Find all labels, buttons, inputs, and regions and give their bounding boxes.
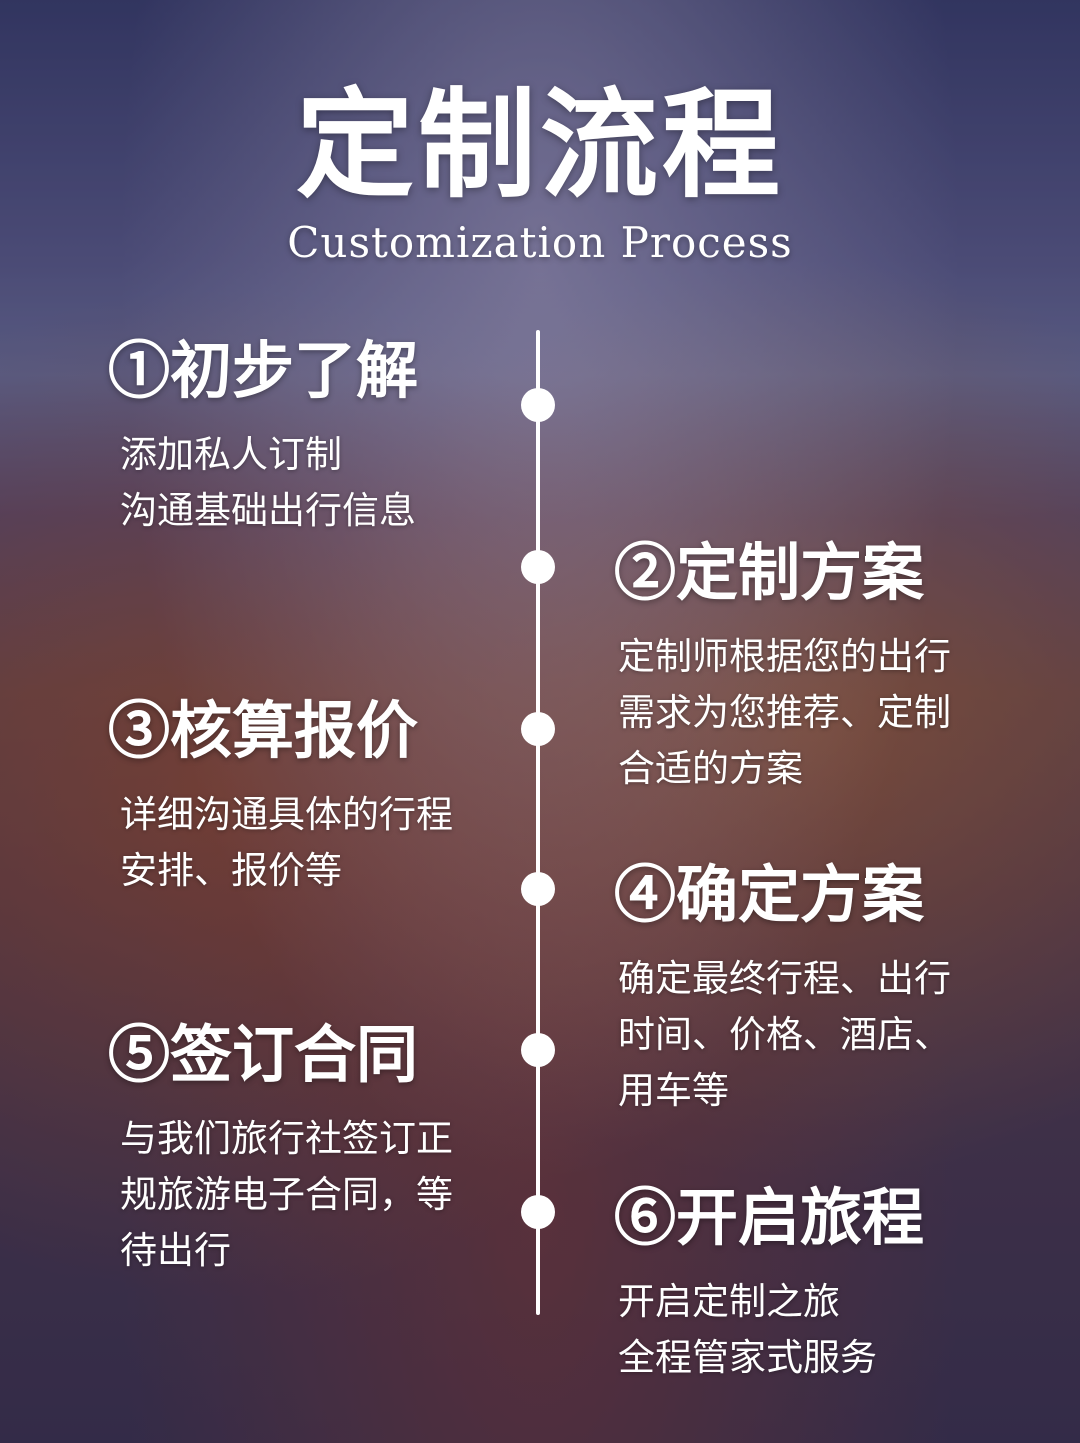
timeline-dot-4 xyxy=(521,872,555,906)
step-3-description: 详细沟通具体的行程 安排、报价等 xyxy=(108,787,548,899)
step-5: ⑤签订合同 与我们旅行社签订正 规旅游电子合同，等 待出行 xyxy=(108,1017,548,1279)
step-5-line-3: 待出行 xyxy=(120,1229,231,1272)
step-2-description: 定制师根据您的出行 需求为您推荐、定制 合适的方案 xyxy=(614,629,1054,797)
timeline-dot-5 xyxy=(521,1033,555,1067)
page-title: 定制流程 xyxy=(295,75,784,214)
step-1-line-2: 沟通基础出行信息 xyxy=(120,489,416,532)
step-2: ②定制方案 定制师根据您的出行 需求为您推荐、定制 合适的方案 xyxy=(614,535,1054,797)
timeline-dot-3 xyxy=(521,712,555,746)
step-4: ④确定方案 确定最终行程、出行 时间、价格、酒店、 用车等 xyxy=(614,857,1054,1119)
step-6-description: 开启定制之旅 全程管家式服务 xyxy=(614,1274,1054,1386)
step-5-title: ⑤签订合同 xyxy=(108,1018,419,1091)
step-5-line-1: 与我们旅行社签订正 xyxy=(120,1117,453,1160)
step-2-line-2: 需求为您推荐、定制 xyxy=(618,691,951,734)
timeline-dot-1 xyxy=(521,388,555,422)
step-5-description: 与我们旅行社签订正 规旅游电子合同，等 待出行 xyxy=(108,1111,548,1279)
step-4-line-1: 确定最终行程、出行 xyxy=(618,957,951,1000)
step-2-line-1: 定制师根据您的出行 xyxy=(618,635,951,678)
timeline-dot-6 xyxy=(521,1195,555,1229)
step-1-line-1: 添加私人订制 xyxy=(120,433,342,476)
timeline-dot-2 xyxy=(521,550,555,584)
timeline-line xyxy=(536,330,540,1315)
step-4-line-3: 用车等 xyxy=(618,1069,729,1112)
step-2-title: ②定制方案 xyxy=(614,536,925,609)
step-6: ⑥开启旅程 开启定制之旅 全程管家式服务 xyxy=(614,1180,1054,1386)
step-4-title: ④确定方案 xyxy=(614,858,925,931)
step-3-title: ③核算报价 xyxy=(108,694,419,767)
step-1: ①初步了解 添加私人订制 沟通基础出行信息 xyxy=(108,333,548,539)
step-4-line-2: 时间、价格、酒店、 xyxy=(618,1013,951,1056)
step-5-line-2: 规旅游电子合同，等 xyxy=(120,1173,453,1216)
step-6-line-1: 开启定制之旅 xyxy=(618,1280,840,1323)
step-1-title: ①初步了解 xyxy=(108,334,419,407)
step-6-title: ⑥开启旅程 xyxy=(614,1181,925,1254)
step-3-line-2: 安排、报价等 xyxy=(120,849,342,892)
step-3-line-1: 详细沟通具体的行程 xyxy=(120,793,453,836)
step-1-description: 添加私人订制 沟通基础出行信息 xyxy=(108,427,548,539)
step-6-line-2: 全程管家式服务 xyxy=(618,1336,877,1379)
step-3: ③核算报价 详细沟通具体的行程 安排、报价等 xyxy=(108,693,548,899)
step-4-description: 确定最终行程、出行 时间、价格、酒店、 用车等 xyxy=(614,951,1054,1119)
page-subtitle: Customization Process xyxy=(287,218,793,267)
step-2-line-3: 合适的方案 xyxy=(618,747,803,790)
